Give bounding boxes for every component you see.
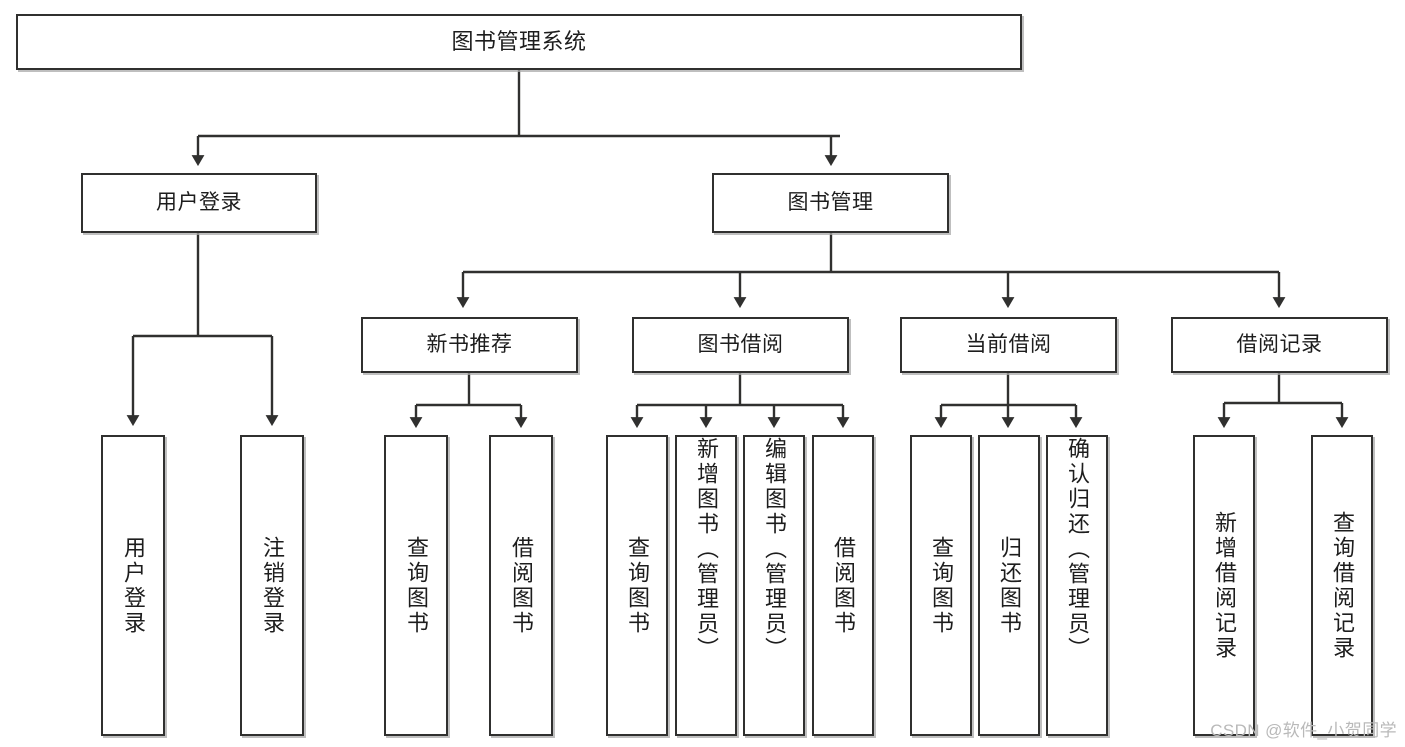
node-label: 查询借阅记录 xyxy=(1330,510,1355,661)
edge-root-to-level2 xyxy=(191,70,840,167)
leaf-add-book-admin[interactable]: 新增图书（管理员） xyxy=(675,435,737,736)
node-label: 新增图书（管理员） xyxy=(694,437,719,662)
leaf-confirm-return-admin[interactable]: 确认归还（管理员） xyxy=(1046,435,1108,736)
node-label: 归还图书 xyxy=(997,535,1022,636)
edge-borrow-to-leaves xyxy=(630,373,850,429)
leaf-edit-book-admin[interactable]: 编辑图书（管理员） xyxy=(743,435,805,736)
node-label: 确认归还（管理员） xyxy=(1065,437,1090,662)
edge-userlogin-to-leaves xyxy=(126,233,279,427)
node-label: 当前借阅 xyxy=(965,332,1052,356)
leaf-query-book-newbook[interactable]: 查询图书 xyxy=(384,435,448,736)
node-current-borrow[interactable]: 当前借阅 xyxy=(900,317,1117,373)
leaf-query-borrow-record[interactable]: 查询借阅记录 xyxy=(1311,435,1373,736)
node-book-management[interactable]: 图书管理 xyxy=(712,173,949,233)
edge-current-to-leaves xyxy=(934,373,1083,429)
edge-record-to-leaves xyxy=(1217,373,1349,429)
leaf-query-book-current[interactable]: 查询图书 xyxy=(910,435,972,736)
node-label: 查询图书 xyxy=(404,535,429,636)
node-borrow-record[interactable]: 借阅记录 xyxy=(1171,317,1388,373)
node-label: 新增借阅记录 xyxy=(1212,510,1237,661)
node-label: 用户登录 xyxy=(121,535,146,636)
leaf-borrow-book-borrow[interactable]: 借阅图书 xyxy=(812,435,874,736)
node-root-book-management-system[interactable]: 图书管理系统 xyxy=(16,14,1022,70)
node-label: 图书管理系统 xyxy=(451,29,587,55)
edge-bookmgmt-to-level3 xyxy=(456,233,1286,309)
node-book-borrow[interactable]: 图书借阅 xyxy=(632,317,849,373)
node-label: 借阅记录 xyxy=(1236,332,1323,356)
node-label: 新书推荐 xyxy=(426,332,513,356)
leaf-return-book[interactable]: 归还图书 xyxy=(978,435,1040,736)
node-label: 查询图书 xyxy=(929,535,954,636)
node-label: 编辑图书（管理员） xyxy=(762,437,787,662)
node-label: 用户登录 xyxy=(156,190,242,214)
leaf-user-login[interactable]: 用户登录 xyxy=(101,435,165,736)
leaf-borrow-book-newbook[interactable]: 借阅图书 xyxy=(489,435,553,736)
node-label: 查询图书 xyxy=(625,535,650,636)
node-new-book-recommend[interactable]: 新书推荐 xyxy=(361,317,578,373)
node-label: 借阅图书 xyxy=(509,535,534,636)
leaf-query-book-borrow[interactable]: 查询图书 xyxy=(606,435,668,736)
node-label: 图书管理 xyxy=(787,190,874,214)
leaf-logout[interactable]: 注销登录 xyxy=(240,435,304,736)
watermark: CSDN @软件_小贺同学 xyxy=(1210,721,1397,740)
edge-newbook-to-leaves xyxy=(409,373,528,429)
node-user-login[interactable]: 用户登录 xyxy=(81,173,317,233)
node-label: 注销登录 xyxy=(260,535,285,636)
node-label: 图书借阅 xyxy=(697,332,784,356)
node-label: 借阅图书 xyxy=(831,535,856,636)
leaf-add-borrow-record[interactable]: 新增借阅记录 xyxy=(1193,435,1255,736)
